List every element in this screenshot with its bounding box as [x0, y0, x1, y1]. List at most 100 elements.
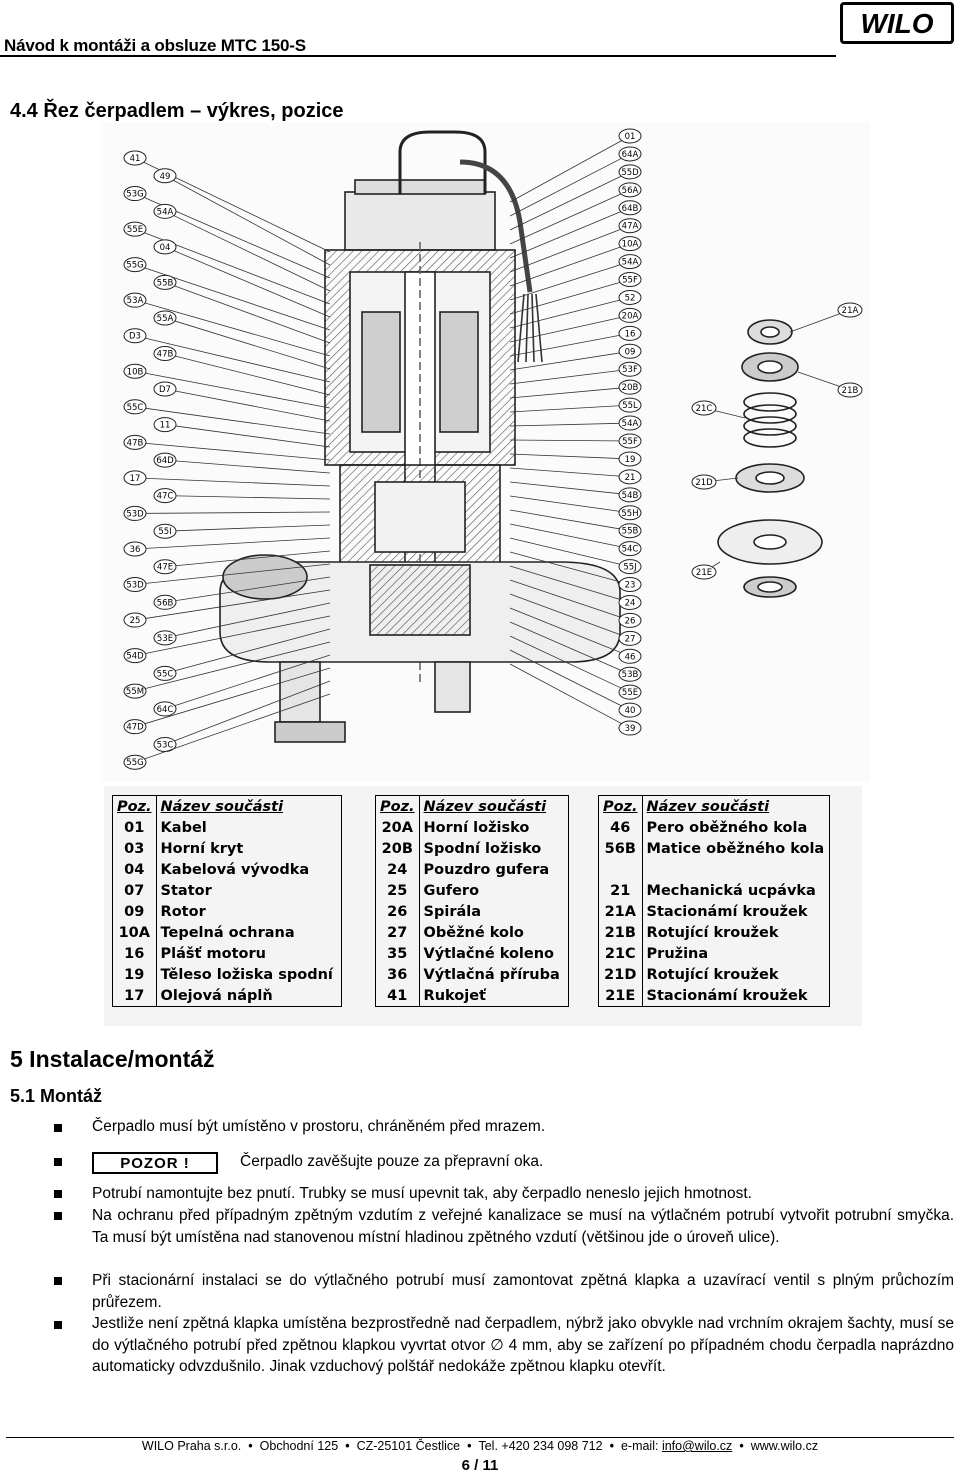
part-name: Výtlačná příruba	[418, 964, 569, 985]
callout-bubble	[618, 612, 642, 628]
callout-label: 56A	[509, 182, 642, 245]
callout-text: 10B	[127, 367, 144, 377]
callout-bubble	[153, 239, 177, 255]
mechanical-seal-exploded-view	[717, 319, 823, 598]
leader-line	[509, 649, 631, 711]
callout-text: 55F	[622, 276, 638, 286]
footer-email-link[interactable]: info@wilo.cz	[661, 1439, 733, 1453]
callout-text: 64B	[622, 204, 639, 214]
leader-line	[164, 550, 331, 568]
callout-text: 47C	[157, 492, 174, 502]
callout-text: 53A	[127, 296, 144, 306]
part-position: 21B	[598, 922, 643, 943]
callout-bubble	[153, 381, 177, 397]
leader-line	[509, 439, 631, 442]
callout-bubble	[123, 328, 147, 344]
callout-bubble	[123, 754, 147, 770]
callout-label: 46	[509, 607, 642, 664]
callout-label: 55B	[153, 274, 331, 344]
col-poz: Poz.	[112, 795, 157, 817]
leader-line	[509, 261, 631, 301]
footer: WILO Praha s.r.o.•Obchodní 125•CZ-25101 …	[141, 1439, 819, 1453]
callout-text: 55C	[127, 403, 144, 413]
callout-label: 21D	[691, 474, 739, 490]
callout-text: 19	[625, 455, 636, 465]
callout-bubble	[123, 399, 147, 415]
callout-bubble	[123, 363, 147, 379]
callout-label: 55F	[509, 433, 642, 449]
callout-label: 55F	[509, 272, 642, 315]
leader-line	[509, 189, 631, 245]
callout-text: 10A	[622, 240, 639, 250]
leader-line	[164, 246, 331, 318]
footer-web: www.wilo.cz	[750, 1439, 819, 1453]
callout-bubble	[618, 182, 642, 198]
callout-bubble	[123, 434, 147, 450]
bullet-marker	[54, 1158, 62, 1166]
bullet-text-1: Čerpadlo musí být umístěno v prostoru, c…	[92, 1118, 546, 1135]
part-position: 25	[375, 880, 420, 901]
callout-bubble	[618, 254, 642, 270]
callout-bubble	[618, 415, 642, 431]
callout-bubble	[123, 612, 147, 628]
callout-text: 64D	[156, 456, 174, 466]
part-position: 20B	[375, 838, 420, 859]
callout-label: 53F	[509, 361, 642, 385]
callout-text: 55C	[157, 669, 174, 679]
callout-label: 64C	[153, 654, 331, 717]
callout-label: 36	[123, 537, 331, 557]
callout-label: 64D	[153, 452, 331, 474]
callout-label: 21C	[691, 400, 746, 419]
callout-label: 27	[509, 593, 642, 646]
callout-text: 21B	[842, 386, 859, 396]
callout-bubble	[691, 474, 717, 490]
bullet-text-6: Jestliže není zpětná klapka umístěna bez…	[92, 1315, 954, 1376]
callout-label: 54B	[509, 481, 642, 503]
callout-bubble	[618, 541, 642, 557]
bullet-marker	[54, 1124, 62, 1132]
callout-bubble	[618, 146, 642, 162]
part-position: 26	[375, 901, 420, 922]
callout-bubble	[618, 666, 642, 682]
part-name: Oběžné kolo	[418, 922, 569, 943]
callout-label: 55G	[123, 693, 331, 770]
callout-text: 11	[160, 421, 171, 431]
callout-text: 04	[160, 243, 171, 253]
callout-label: 54A	[153, 203, 331, 292]
callout-bubble	[618, 200, 642, 216]
callout-text: 01	[625, 132, 636, 142]
callout-bubble	[153, 523, 177, 539]
part-position: 21	[598, 880, 643, 901]
callout-label: 55H	[509, 495, 642, 521]
callout-label: 54D	[123, 615, 331, 664]
callout-label: 01	[509, 128, 642, 203]
callout-bubble	[123, 150, 147, 166]
leader-line	[164, 282, 331, 344]
leader-line	[509, 297, 631, 329]
callout-text: 55F	[622, 437, 638, 447]
leader-line	[134, 563, 331, 585]
part-position: 41	[375, 985, 420, 1007]
callout-text: 55J	[623, 563, 636, 573]
callout-text: 55L	[622, 401, 638, 411]
leader-line	[164, 459, 331, 474]
callout-label: 64A	[509, 146, 642, 217]
callout-bubble	[123, 186, 147, 202]
leader-line	[164, 602, 331, 639]
callout-bubble	[153, 559, 177, 575]
callout-label: 55J	[509, 537, 642, 575]
leader-line	[509, 332, 631, 357]
callout-bubble	[691, 400, 717, 416]
callout-bubble	[123, 541, 147, 557]
callout-text: 53E	[157, 634, 173, 644]
